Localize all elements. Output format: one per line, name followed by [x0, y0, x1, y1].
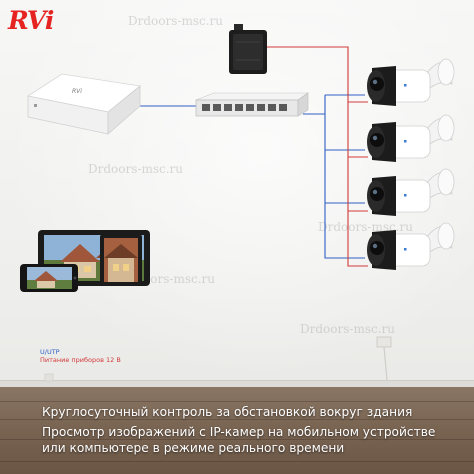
watermark: Drdoors-msc.ru: [88, 162, 183, 176]
wall-outlet: [376, 336, 392, 348]
legend-power: Питание приборов 12 В: [40, 356, 121, 364]
bullet-camera-icon: [367, 114, 455, 162]
bullet-camera-icon: [367, 168, 455, 216]
watermark: Drdoors-msc.ru: [128, 14, 223, 28]
svg-text:RVi: RVi: [72, 88, 82, 95]
watermark: Drdoors-msc.ru: [318, 220, 413, 234]
caption-line: Просмотр изображений с IP-камер на мобил…: [42, 425, 436, 439]
bullet-camera-icon: [367, 222, 455, 270]
utp-cable-lines: [135, 94, 365, 259]
floor: [0, 387, 474, 474]
nvr-recorder-icon: RVi: [26, 73, 141, 135]
brand-logo: RVi: [8, 6, 54, 35]
power-cable-lines: [265, 46, 368, 267]
legend-utp-label: U/UTP: [40, 348, 60, 356]
smartphone-icon: [20, 264, 78, 292]
baseboard: [0, 380, 474, 388]
bullet-camera-icon: [367, 58, 455, 106]
legend-utp: U/UTP: [40, 348, 60, 356]
tablet-icon: [100, 234, 142, 286]
watermark: Drdoors-msc.ru: [300, 322, 395, 336]
legend-power-label: Питание приборов 12 В: [40, 356, 121, 364]
caption-line: Круглосуточный контроль за обстановкой в…: [42, 405, 413, 419]
power-supply-icon: [229, 24, 267, 74]
caption-line: или компьютере в режиме реального времен…: [42, 441, 345, 455]
network-switch-icon: [195, 92, 309, 117]
